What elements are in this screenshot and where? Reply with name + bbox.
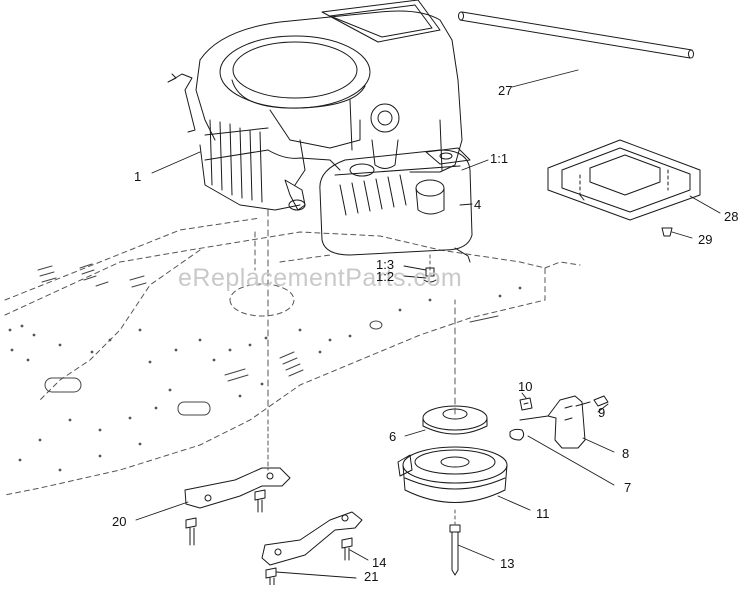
muffler [319, 147, 473, 263]
clutch-bolt [449, 509, 461, 576]
electric-clutch [397, 446, 508, 503]
capscrew-9 [575, 395, 609, 407]
callout-10: 10 [518, 379, 533, 394]
clutch-bracket [519, 395, 586, 449]
callout-21: 21 [364, 569, 379, 584]
engine-assembly [167, 0, 463, 421]
mount-bracket-14 [261, 511, 363, 586]
callout-1: 1 [134, 169, 142, 184]
muffler-screws [423, 254, 437, 283]
frame-plate [4, 217, 581, 496]
screw-29 [579, 194, 673, 237]
frame-holes [8, 286, 522, 472]
callout-13: 13 [500, 556, 515, 571]
rod [458, 11, 694, 59]
callout-20: 20 [112, 514, 127, 529]
callout-1-2: 1:2 [376, 269, 395, 284]
callout-29: 29 [698, 232, 713, 247]
callout-4: 4 [474, 197, 482, 212]
locknut-10 [519, 397, 533, 411]
callout-6: 6 [389, 429, 397, 444]
callout-1-3: 1:3 [376, 257, 395, 272]
callout-9: 9 [598, 405, 606, 420]
callout-11: 11 [536, 506, 550, 521]
callout-27: 27 [498, 83, 513, 98]
callout-8: 8 [622, 446, 630, 461]
spacer-7 [509, 428, 525, 441]
mount-bracket-20 [184, 419, 291, 546]
frame-slots [37, 263, 499, 416]
cover-plate [547, 139, 701, 221]
callout-28: 28 [724, 209, 739, 224]
callout-1-1: 1:1 [490, 151, 509, 166]
leader-lines [135, 69, 721, 579]
watermark: eReplacementParts.com [178, 264, 463, 292]
pulley [422, 299, 488, 435]
callout-7: 7 [624, 480, 632, 495]
callout-14: 14 [372, 555, 387, 570]
